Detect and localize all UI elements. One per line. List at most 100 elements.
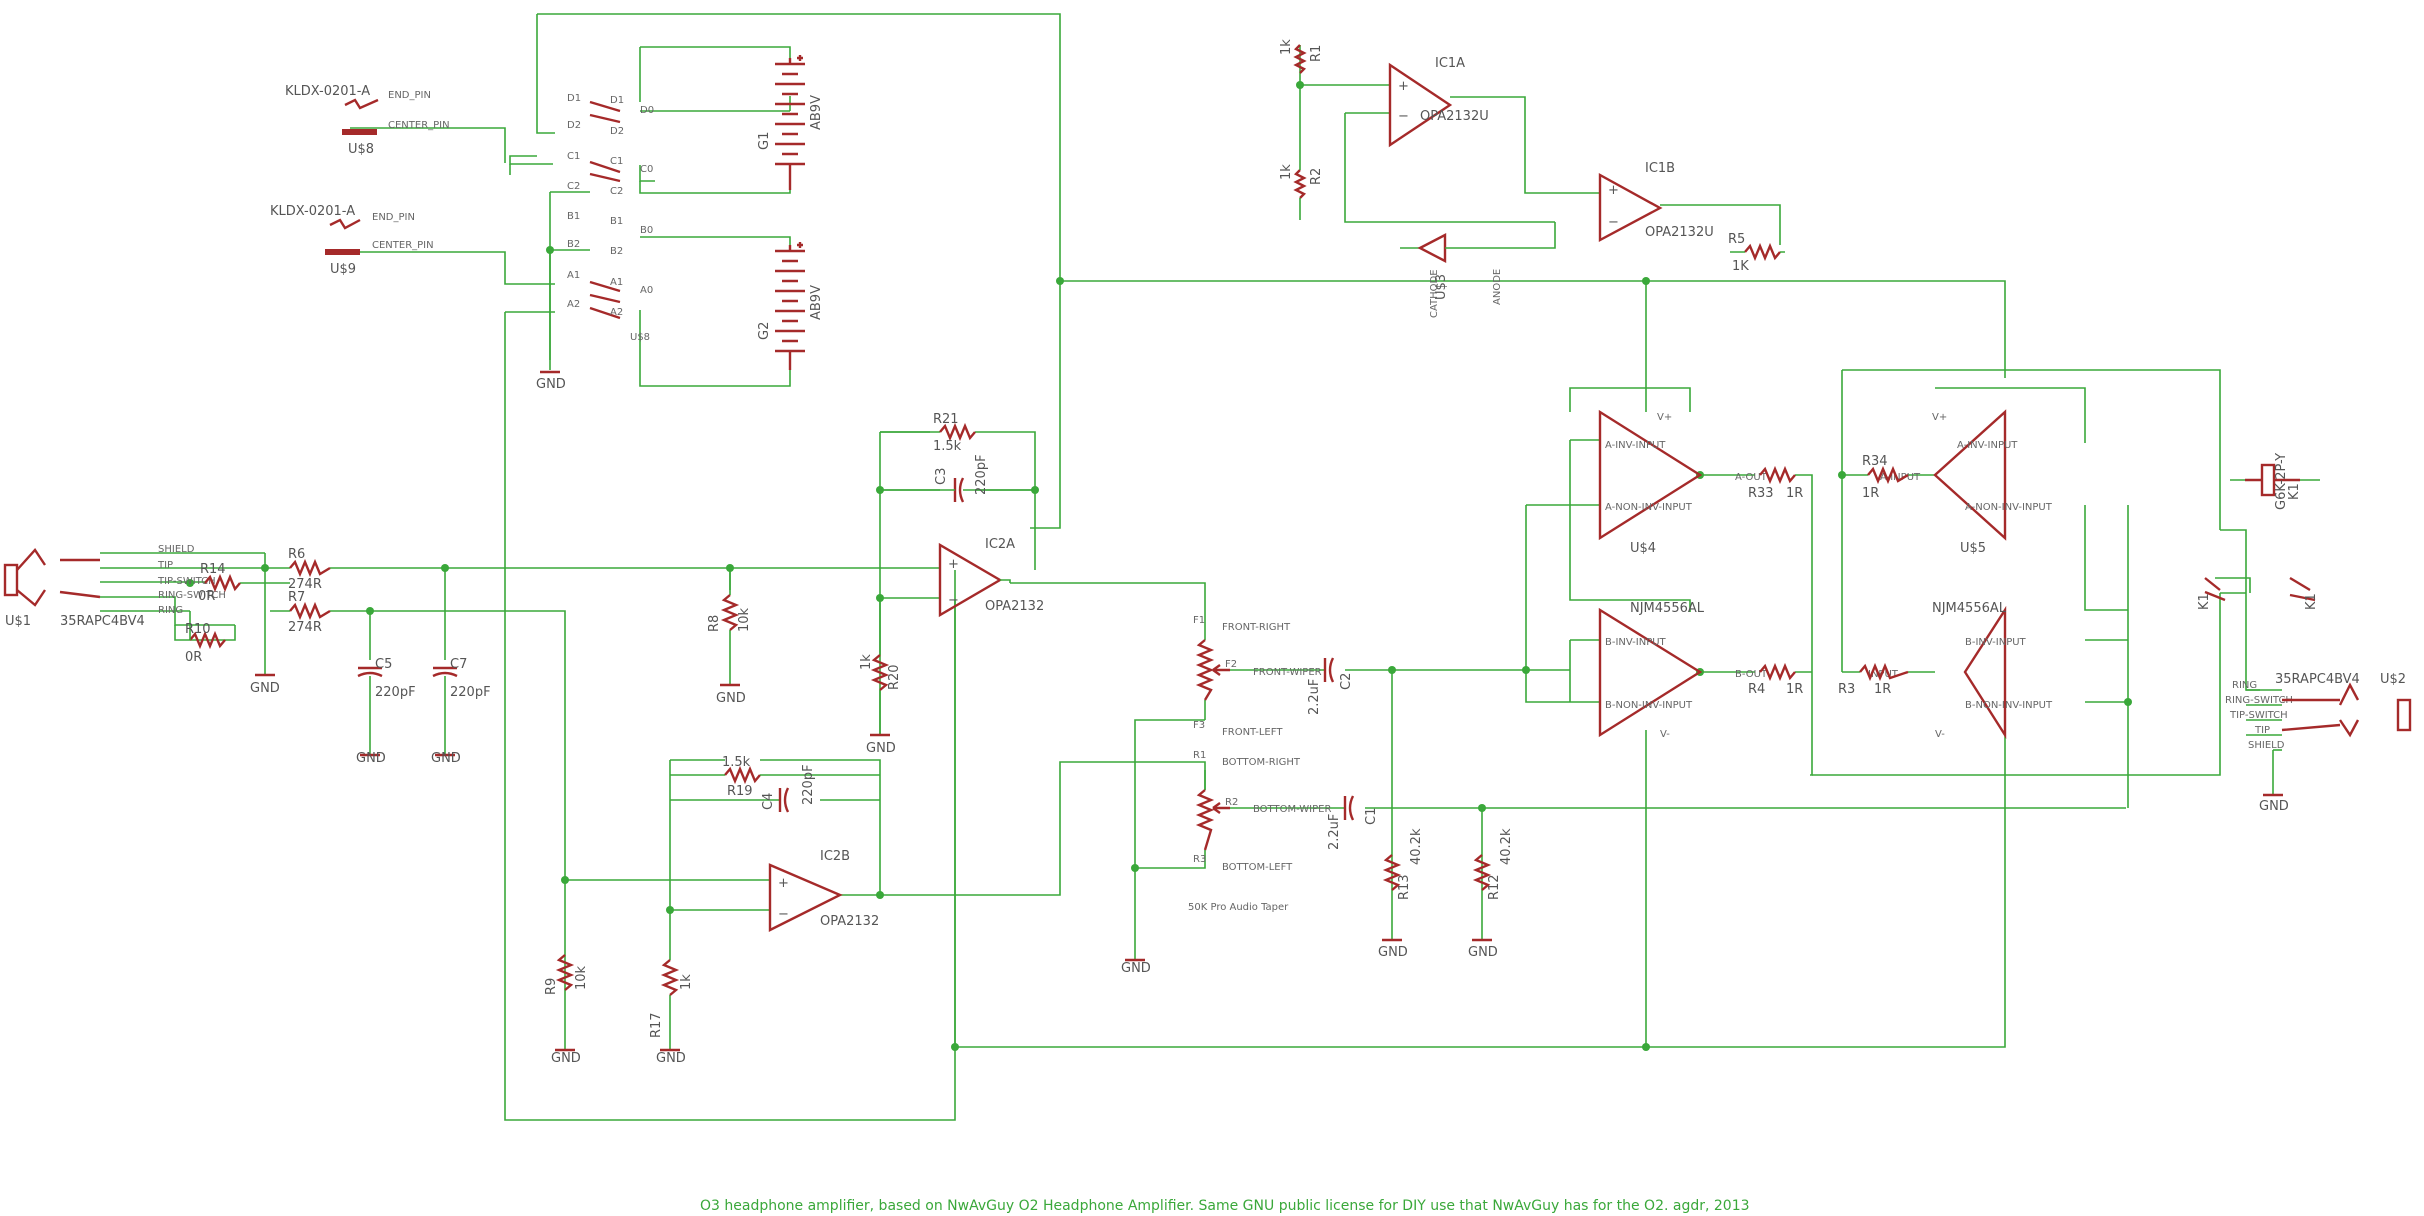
svg-text:RING-SWITCH: RING-SWITCH <box>158 590 226 601</box>
svg-text:0R: 0R <box>198 589 215 604</box>
svg-text:BOTTOM-LEFT: BOTTOM-LEFT <box>1222 862 1293 873</box>
svg-text:B-NON-INV-INPUT: B-NON-INV-INPUT <box>1605 700 1693 711</box>
r3-resistor: R3 1R <box>1838 662 1909 697</box>
ic1a-opamp: + − IC1A OPA2132U <box>1388 56 1489 148</box>
us8-name-label: U$8 <box>348 142 374 157</box>
svg-text:G6K-2P-Y: G6K-2P-Y <box>2274 453 2289 510</box>
svg-text:A-OUT: A-OUT <box>1735 472 1768 483</box>
r7-resistor: R7 274R <box>270 590 331 635</box>
battery-g1: G1 AB9V <box>757 55 824 190</box>
r1-resistor: 1k R1 <box>1279 39 1324 74</box>
sw-pin-c2b: C2 <box>610 186 623 197</box>
battery-g2: G2 AB9V <box>757 242 824 370</box>
svg-text:GND: GND <box>1468 945 1498 960</box>
plus-sign: + <box>1608 183 1619 198</box>
svg-text:TIP: TIP <box>2254 725 2270 736</box>
svg-text:R9: R9 <box>544 978 559 995</box>
r10-resistor: R10 0R <box>185 611 226 665</box>
svg-text:B-OUT: B-OUT <box>1735 669 1768 680</box>
us4-opamp-b: NJM4556AL B-INV-INPUT B-NON-INV-INPUT B-… <box>1598 601 1768 740</box>
svg-text:GND: GND <box>1121 961 1151 976</box>
svg-text:C4: C4 <box>761 793 776 810</box>
r34-resistor: R34 1R <box>1862 454 1909 501</box>
svg-text:R13: R13 <box>1397 874 1412 900</box>
svg-text:1k: 1k <box>679 974 694 990</box>
g1-name-label: G1 <box>757 132 772 150</box>
svg-text:R34: R34 <box>1862 454 1888 469</box>
svg-text:C3: C3 <box>934 468 949 485</box>
svg-text:R6: R6 <box>288 547 305 562</box>
svg-text:TIP-SWITCH: TIP-SWITCH <box>157 576 216 587</box>
svg-text:1R: 1R <box>1786 682 1803 697</box>
svg-text:R1: R1 <box>1193 750 1206 761</box>
svg-text:GND: GND <box>716 691 746 706</box>
svg-text:U$1: U$1 <box>5 614 31 629</box>
svg-text:C5: C5 <box>375 657 392 672</box>
svg-text:R33: R33 <box>1748 486 1774 501</box>
us9-part-label: KLDX-0201-A <box>270 204 355 219</box>
svg-text:BOTTOM-RIGHT: BOTTOM-RIGHT <box>1222 757 1301 768</box>
r13-resistor: R13 40.2k GND <box>1378 828 1424 960</box>
svg-text:C2: C2 <box>1339 673 1354 690</box>
svg-text:R20: R20 <box>887 664 902 690</box>
svg-text:A-NON-INV-INPUT: A-NON-INV-INPUT <box>1965 502 2053 513</box>
g1-value-label: AB9V <box>809 95 824 130</box>
dc-jack-us9: KLDX-0201-A END_PIN CENTER_PIN U$9 <box>270 204 434 277</box>
c2-capacitor: 2.2uF C2 <box>1307 657 1354 715</box>
svg-text:V+: V+ <box>1932 412 1947 423</box>
svg-text:U$3: U$3 <box>1434 274 1449 300</box>
ic2b-opamp: + − IC2B OPA2132 <box>768 849 879 932</box>
svg-text:CATHODE: CATHODE <box>1429 269 1440 318</box>
sw-pin-a2b: A2 <box>610 307 623 318</box>
svg-text:F2: F2 <box>1225 659 1237 670</box>
svg-text:GND: GND <box>656 1051 686 1066</box>
c4-capacitor: C4 220pF <box>761 764 816 813</box>
svg-text:R7: R7 <box>288 590 305 605</box>
us8-plug-icon <box>342 129 377 135</box>
svg-text:TIP: TIP <box>157 560 173 571</box>
diode-us3: U$3 CATHODE ANODE <box>1417 233 1505 318</box>
plus-sign: + <box>948 557 959 572</box>
svg-text:10k: 10k <box>737 607 752 632</box>
svg-text:1k: 1k <box>1279 39 1294 55</box>
us5-opamp-a: A-INV-INPUT A-NON-INV-INPUT A-INPUT V+ U… <box>1880 409 2053 556</box>
svg-text:OPA2132U: OPA2132U <box>1645 225 1714 240</box>
g2-value-label: AB9V <box>809 285 824 320</box>
svg-text:35RAPC4BV4: 35RAPC4BV4 <box>2275 672 2360 687</box>
svg-text:R8: R8 <box>707 615 722 632</box>
svg-text:GND: GND <box>431 751 461 766</box>
svg-text:35RAPC4BV4: 35RAPC4BV4 <box>60 614 145 629</box>
sw-pin-b2b: B2 <box>610 246 623 257</box>
sw-pin-b1: B1 <box>567 211 580 222</box>
r8-resistor: R8 10k GND <box>707 568 752 706</box>
c3-capacitor: C3 220pF <box>880 454 1035 503</box>
svg-text:40.2k: 40.2k <box>1409 828 1424 865</box>
svg-text:V-: V- <box>1935 729 1945 740</box>
svg-text:ANODE: ANODE <box>1492 269 1503 305</box>
svg-text:220pF: 220pF <box>450 685 491 700</box>
svg-text:GND: GND <box>250 681 280 696</box>
svg-text:RING: RING <box>158 605 183 616</box>
svg-text:R14: R14 <box>200 562 226 577</box>
minus-sign: − <box>1608 215 1619 230</box>
us4-opamp-a: A-INV-INPUT A-NON-INV-INPUT A-OUT V+ U$4 <box>1598 409 1768 556</box>
svg-text:B-INV-INPUT: B-INV-INPUT <box>1965 637 2027 648</box>
gnd-jack: GND <box>250 673 280 696</box>
minus-sign: − <box>1398 109 1409 124</box>
svg-text:K1: K1 <box>2287 483 2302 500</box>
svg-text:GND: GND <box>866 741 896 756</box>
svg-text:R3: R3 <box>1193 854 1206 865</box>
r20-resistor: 1k R20 GND <box>859 598 902 756</box>
svg-text:R4: R4 <box>1748 682 1765 697</box>
us8-end-pin-label: END_PIN <box>388 90 431 101</box>
svg-text:A-INV-INPUT: A-INV-INPUT <box>1605 440 1666 451</box>
svg-text:F3: F3 <box>1193 720 1205 731</box>
us9-plug-icon <box>325 249 360 255</box>
r4-resistor: R4 1R <box>1748 662 1803 697</box>
minus-sign: − <box>948 593 959 608</box>
svg-text:R21: R21 <box>933 412 959 427</box>
minus-sign: − <box>778 907 789 922</box>
svg-text:IC2B: IC2B <box>820 849 850 864</box>
svg-text:SHIELD: SHIELD <box>158 544 195 555</box>
svg-text:R2: R2 <box>1309 168 1324 185</box>
